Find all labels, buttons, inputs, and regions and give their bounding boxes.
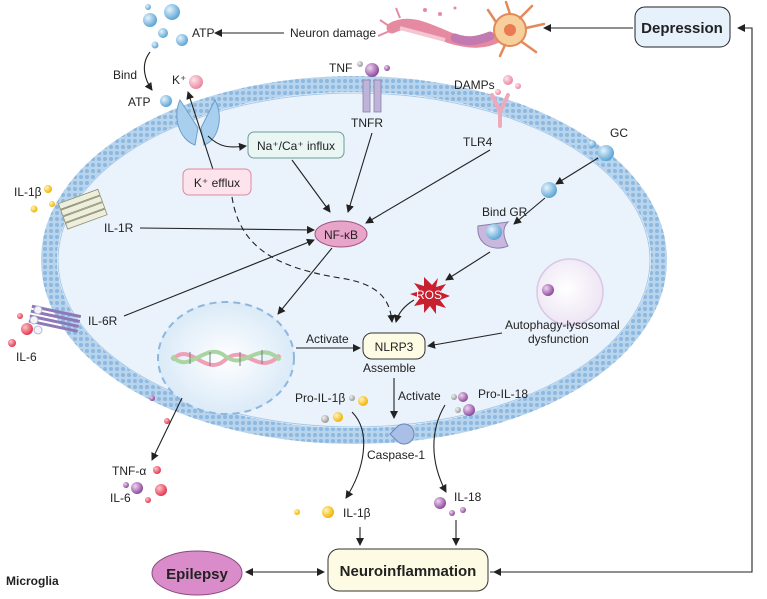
nfkb-node: NF-κB <box>314 220 368 248</box>
dna-icon <box>170 349 282 367</box>
label-il6-left: IL-6 <box>16 350 37 364</box>
label-il18: IL-18 <box>454 490 482 504</box>
label-assemble: Assemble <box>363 361 416 375</box>
caspase-1-icon <box>389 423 415 445</box>
il1b-molecules-top <box>30 185 55 213</box>
label-il6-bottom: IL-6 <box>110 491 131 505</box>
label-gc: GC <box>610 126 628 140</box>
ion-channel-icon <box>176 98 220 146</box>
label-ros: ROS <box>416 288 442 302</box>
label-neuron-damage: Neuron damage <box>290 26 376 40</box>
damps-molecules <box>495 75 521 95</box>
gc-molecules <box>588 140 614 161</box>
atp-molecules-top <box>143 4 188 49</box>
label-tlr4: TLR4 <box>463 135 493 149</box>
label-tnfr: TNFR <box>351 116 383 130</box>
label-autophagy-line1: Autophagy-lysosomal <box>505 318 620 332</box>
il6r-receptor-icon <box>28 304 82 335</box>
k-efflux-box: K⁺ efflux <box>182 168 252 196</box>
tlr4-receptor-icon <box>490 93 510 128</box>
il1b-molecules-bottom <box>294 506 334 518</box>
label-bind-gr: Bind GR <box>482 205 528 219</box>
label-autophagy-line2: dysfunction <box>528 332 589 346</box>
label-microglia: Microglia <box>6 574 59 588</box>
label-k-efflux: K⁺ efflux <box>194 176 240 190</box>
epilepsy-node: Epilepsy <box>151 550 243 596</box>
label-atp-top: ATP <box>192 26 214 40</box>
pro-il1b-molecules <box>321 395 368 423</box>
neuron-icon <box>377 0 546 58</box>
label-tnfa: TNF-α <box>112 464 146 478</box>
tnfr-receptor-icon <box>362 79 382 113</box>
cell-membrane <box>41 76 667 444</box>
label-activate-2: Activate <box>398 389 441 403</box>
ros-icon: ROS <box>410 277 450 314</box>
label-activate-1: Activate <box>306 332 349 346</box>
glucocorticoid-receptor-icon <box>477 221 510 249</box>
label-il1b-top: IL-1β <box>14 185 42 199</box>
label-tnf: TNF <box>329 61 352 75</box>
atp-molecule <box>160 95 172 107</box>
il6-molecules-left <box>8 313 33 347</box>
label-neuroinflammation: Neuroinflammation <box>340 563 477 580</box>
label-pro-il18: Pro-IL-18 <box>478 387 528 401</box>
label-bind: Bind <box>113 68 137 82</box>
gc-molecule-inside <box>541 182 557 198</box>
label-k-plus: K⁺ <box>172 73 186 87</box>
potassium-ion-icon <box>189 75 203 89</box>
tnf-molecules <box>357 61 390 77</box>
neuroinflammation-node: Neuroinflammation <box>327 548 489 592</box>
na-ca-influx-box: Na⁺/Ca⁺ influx <box>247 131 345 159</box>
il18-molecules-bottom <box>434 497 466 516</box>
label-na-ca-influx: Na⁺/Ca⁺ influx <box>257 139 335 153</box>
depression-box: Depression <box>634 6 731 48</box>
tnfa-il6-molecules-bottom <box>123 466 167 503</box>
label-atp-bottom: ATP <box>128 95 150 109</box>
lysosome-icon <box>536 258 604 326</box>
label-il6r: IL-6R <box>88 314 118 328</box>
nlrp3-node: NLRP3 <box>362 332 426 360</box>
il1r-receptor-icon <box>57 188 108 230</box>
label-nlrp3: NLRP3 <box>375 340 414 354</box>
label-epilepsy: Epilepsy <box>166 566 228 583</box>
label-il1r: IL-1R <box>104 221 134 235</box>
label-caspase1: Caspase-1 <box>367 448 425 462</box>
label-depression: Depression <box>641 20 723 37</box>
label-nfkb: NF-κB <box>324 228 358 242</box>
label-il1b-bottom: IL-1β <box>343 506 371 520</box>
pro-il18-molecules <box>451 392 475 416</box>
label-pro-il1b: Pro-IL-1β <box>295 391 345 405</box>
released-cytokines-nucleus <box>149 395 170 424</box>
label-damps: DAMPs <box>454 78 495 92</box>
